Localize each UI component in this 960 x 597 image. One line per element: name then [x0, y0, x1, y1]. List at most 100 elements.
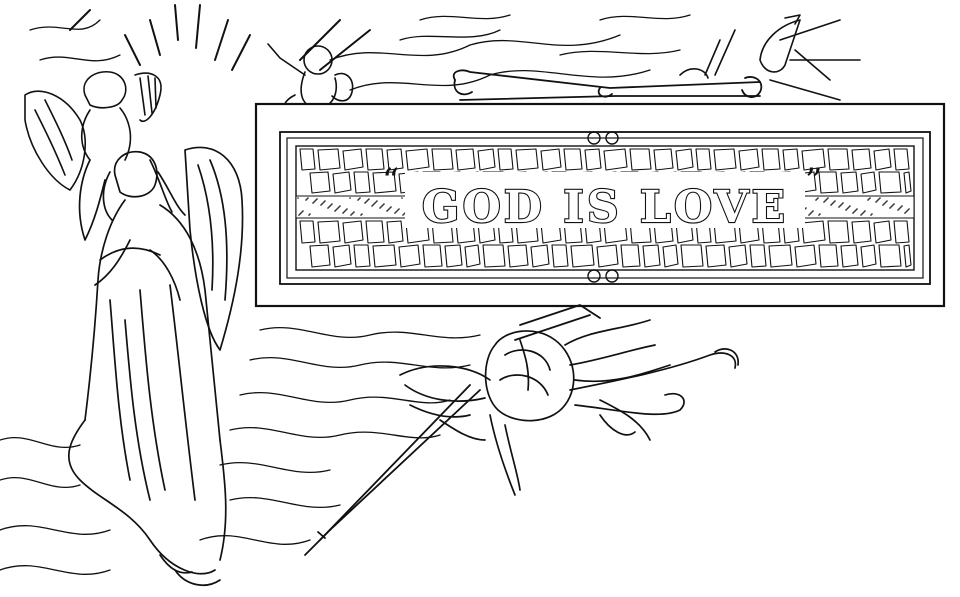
stipple-dot	[380, 206, 382, 208]
stipple-dot	[889, 207, 891, 209]
stone	[653, 148, 674, 171]
stipple-dot	[812, 210, 814, 212]
stipple-dot	[300, 212, 302, 214]
stipple-dot	[352, 212, 354, 214]
stipple-dot	[833, 201, 835, 203]
stone	[873, 148, 892, 171]
cloud-lines	[0, 14, 691, 575]
bird-icon	[679, 14, 861, 101]
stipple-dot	[336, 208, 338, 210]
stipple-dot	[840, 204, 842, 206]
stone	[482, 244, 506, 268]
stipple-dot	[345, 209, 347, 211]
stone	[873, 220, 892, 244]
stone	[570, 244, 595, 268]
stipple-dot	[402, 214, 404, 216]
stipple-dot	[329, 205, 331, 207]
lyre-angel-icon	[24, 70, 162, 191]
stipple-dot	[361, 213, 363, 215]
stipple-dot	[312, 202, 314, 204]
stipple-dot	[825, 199, 827, 201]
stipple-dot	[908, 208, 910, 210]
stone	[386, 148, 404, 171]
stone	[422, 244, 443, 268]
stone	[444, 244, 463, 268]
stipple-dot	[401, 197, 403, 199]
stone	[372, 244, 397, 268]
stipple-dot	[376, 200, 378, 202]
stipple-dot	[331, 203, 333, 205]
stipple-dot	[358, 198, 360, 200]
stone	[860, 244, 877, 268]
stone	[827, 220, 850, 244]
stipple-dot	[316, 198, 318, 200]
stone	[851, 148, 872, 171]
stipple-dot	[372, 204, 374, 206]
stone	[903, 171, 912, 194]
stipple-dot	[371, 205, 373, 207]
stone	[768, 244, 793, 268]
stipple-dot	[867, 199, 869, 201]
stipple-dot	[383, 203, 385, 205]
stone	[878, 244, 902, 268]
stipple-dot	[365, 201, 367, 203]
stone	[794, 244, 817, 268]
title-backdrop	[405, 172, 805, 228]
stipple-dot	[809, 213, 811, 215]
stone	[365, 220, 385, 244]
stipple-dot	[298, 214, 300, 216]
stipple-dot	[906, 210, 908, 212]
stipple-dot	[907, 209, 909, 211]
stipple-dot	[842, 202, 844, 204]
stipple-dot	[390, 206, 392, 208]
stipple-dot	[321, 203, 323, 205]
stipple-dot	[388, 208, 390, 210]
stipple-dot	[350, 214, 352, 216]
stipple-dot	[368, 198, 370, 200]
stipple-dot	[339, 205, 341, 207]
stipple-dot	[335, 209, 337, 211]
stone	[332, 244, 352, 268]
stone	[738, 148, 760, 171]
stipple-dot	[396, 210, 398, 212]
stone	[431, 148, 454, 171]
stone	[563, 148, 583, 171]
stipple-dot	[327, 207, 329, 209]
stone	[477, 148, 496, 171]
close-quote: ”	[805, 161, 822, 201]
stipple-dot	[366, 200, 368, 202]
stipple-dot	[395, 211, 397, 213]
stone	[309, 244, 331, 268]
stipple-dot	[334, 210, 336, 212]
stone	[662, 244, 679, 268]
stone	[365, 148, 385, 171]
stipple-dot	[841, 203, 843, 205]
stipple-dot	[890, 206, 892, 208]
stipple-dot	[864, 210, 866, 212]
stipple-dot	[305, 199, 307, 201]
stipple-dot	[359, 197, 361, 199]
stipple-dot	[342, 212, 344, 214]
stone	[455, 148, 476, 171]
banner-title: GOD IS LOVE	[422, 182, 788, 233]
stipple-dot	[375, 201, 377, 203]
stipple-dot	[397, 209, 399, 211]
stipple-dot	[302, 210, 304, 212]
stipple-dot	[856, 208, 858, 210]
stone	[903, 244, 912, 268]
stipple-dot	[897, 209, 899, 211]
stipple-dot	[314, 200, 316, 202]
stipple-dot	[898, 208, 900, 210]
quill-pen-icon	[304, 304, 601, 556]
stipple-dot	[299, 213, 301, 215]
stone	[713, 148, 737, 171]
stone	[507, 244, 529, 268]
stipple-dot	[878, 198, 880, 200]
stipple-dot	[860, 214, 862, 216]
stipple-dot	[826, 198, 828, 200]
stipple-dot	[885, 201, 887, 203]
stipple-dot	[854, 210, 856, 212]
stipple-dot	[862, 212, 864, 214]
stone	[342, 148, 364, 171]
stone	[398, 244, 421, 268]
